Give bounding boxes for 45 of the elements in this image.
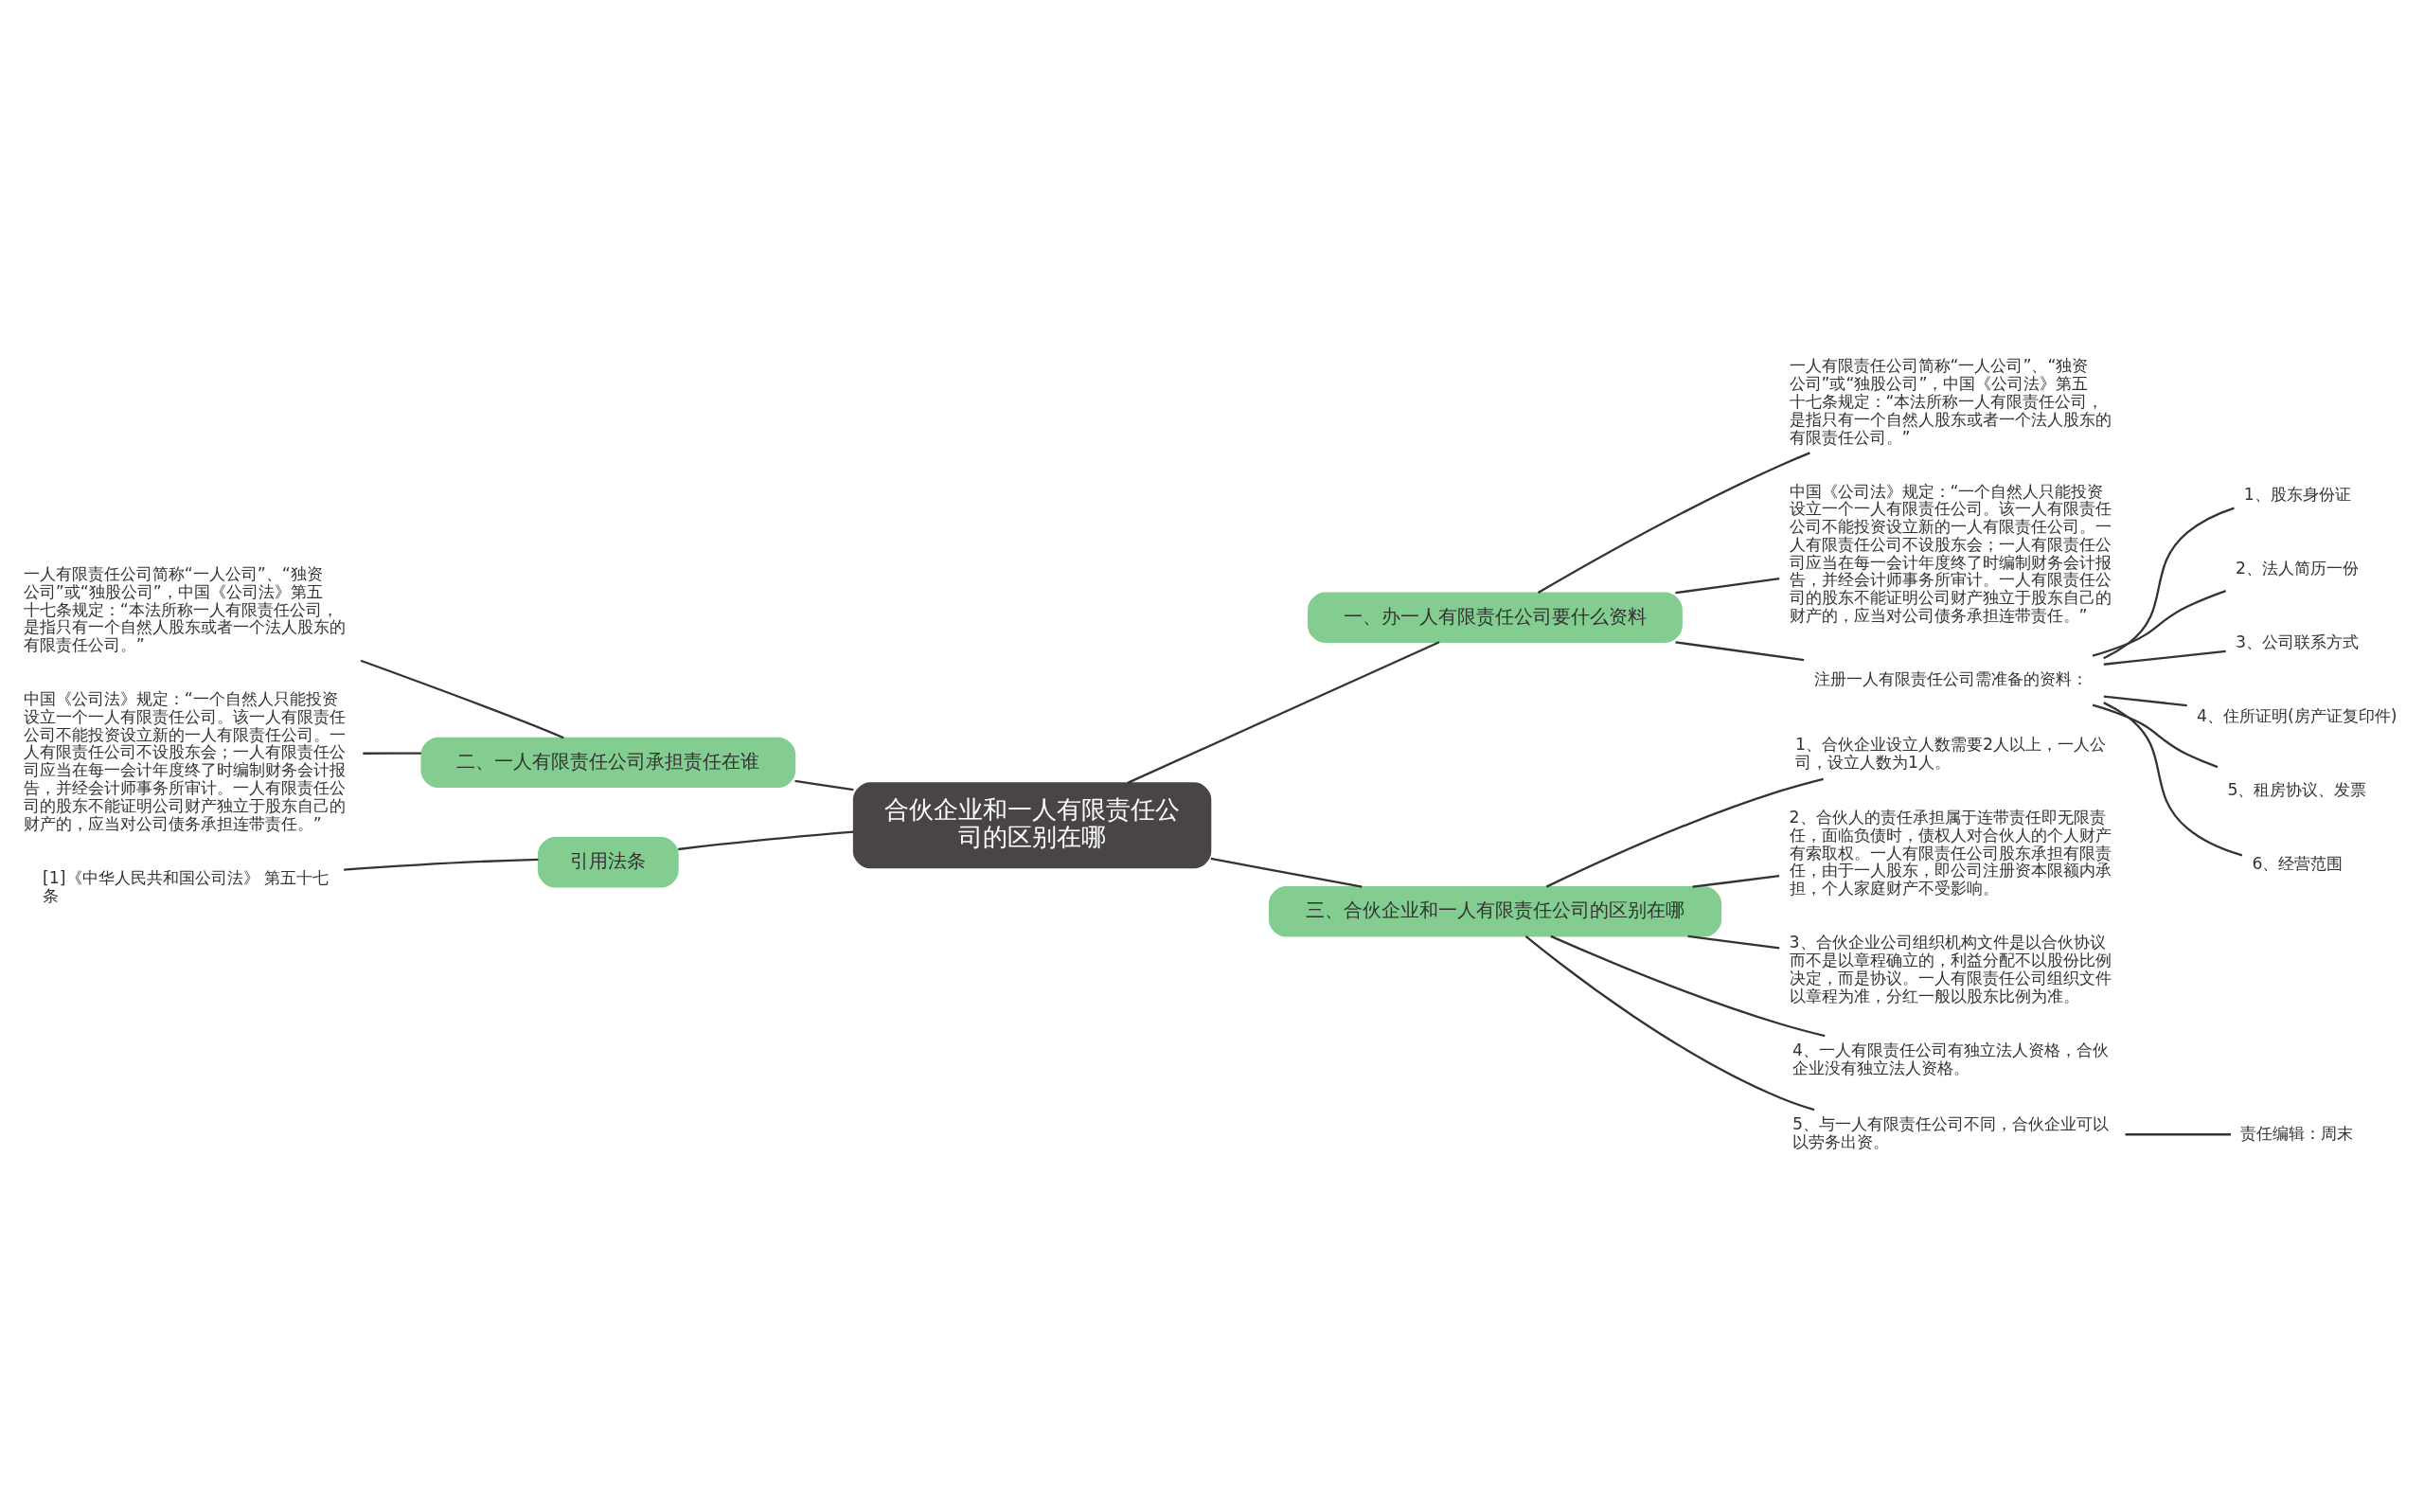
connector (1127, 641, 1440, 784)
node-text: 1、合伙企业设立人数需要2人以上，一人公司，设立人数为1人。 (1795, 734, 2107, 772)
node-text: 一人有限责任公司简称“一人公司”、“独资公司”或“独股公司”，中国《公司法》第五十七条规定：“本法所称一人有限责任公司，是指只有一个自然人股东或者一个法人股东的有限责任公司。” (23, 563, 346, 655)
connector (1687, 934, 1780, 950)
node-text: 6、经营范围 (2252, 854, 2344, 874)
connector (794, 779, 854, 792)
connector (678, 830, 854, 851)
connector (1524, 934, 1815, 1112)
node-box: 引用法条 (537, 837, 679, 888)
connector (1675, 577, 1780, 595)
connector (2103, 649, 2226, 666)
node-text: 3、公司联系方式 (2236, 632, 2360, 652)
node-text: 2、法人简历一份 (2236, 559, 2360, 578)
node-box: 一、办一人有限责任公司要什么资料 (1308, 592, 1683, 643)
node-text: 4、一人有限责任公司有独立法人资格，合伙企业没有独立法人资格。 (1792, 1041, 2110, 1078)
node-text: 5、与一人有限责任公司不同，合伙企业可以以劳务出资。 (1792, 1114, 2110, 1152)
connector (1692, 875, 1780, 888)
node-text: 注册一人有限责任公司需准备的资料： (1813, 669, 2088, 689)
connector (1545, 777, 1824, 888)
connector (1210, 857, 1363, 888)
connector (1550, 934, 1826, 1038)
connector (2092, 703, 2219, 769)
node-box: 合伙企业和一人有限责任公司的区别在哪 (852, 782, 1212, 869)
connector (363, 752, 421, 755)
node-text: 5、租房协议、发票 (2227, 780, 2367, 800)
node-text: 3、合伙企业公司组织机构文件是以合伙协议而不是以章程确立的，利益分配不以股份比例决定，而是协议。一人有限责任公司组织文件以章程为准，分红一般以股东比例为准。 (1789, 933, 2112, 1005)
node-box: 三、合伙企业和一人有限责任公司的区别在哪 (1268, 886, 1721, 937)
connector (1675, 641, 1805, 662)
node-text: 责任编辑：周末 (2240, 1123, 2354, 1143)
connector (2103, 702, 2243, 857)
node-text: 4、住所证明(房产证复印件) (2196, 706, 2397, 726)
connector (2125, 1133, 2231, 1136)
connector (2092, 590, 2226, 657)
connector (2103, 507, 2235, 660)
connector (360, 659, 564, 739)
connector (1537, 452, 1810, 595)
node-text: [1]《中华人民共和国公司法》 第五十七条 (43, 868, 330, 906)
node-box: 二、一人有限责任公司承担责任在谁 (420, 737, 796, 789)
node-text: 中国《公司法》规定：“一个自然人只能投资设立一个一人有限责任公司。该一人有限责任公司不能投资设立新的一人有限责任公司。一人有限责任公司不设股东会；一人有限责任公司应当在每一会计年度终了时编制财务会计报告，并经会计师事务所审计。一人有限责任公司的股东不能证明公司财产独立于股东自己的财产的，应当对公司债务承担连带责任。” (23, 689, 346, 833)
connector (344, 858, 539, 871)
node-text: 中国《公司法》规定：“一个自然人只能投资设立一个一人有限责任公司。该一人有限责任公司不能投资设立新的一人有限责任公司。一人有限责任公司不设股东会；一人有限责任公司应当在每一会计年度终了时编制财务会计报告，并经会计师事务所审计。一人有限责任公司的股东不能证明公司财产独立于股东自己的财产的，应当对公司债务承担连带责任。” (1789, 481, 2112, 626)
node-text: 一人有限责任公司简称“一人公司”、“独资公司”或“独股公司”，中国《公司法》第五十七条规定：“本法所称一人有限责任公司，是指只有一个自然人股东或者一个法人股东的有限责任公司。” (1789, 356, 2112, 447)
connector (2103, 695, 2187, 707)
node-text: 2、合伙人的责任承担属于连带责任即无限责任，面临负债时，债权人对合伙人的个人财产有索取权。一人有限责任公司股东承担有限责任，由于一人股东，即公司注册资本限额内承担，个人家庭财产不受影响。 (1789, 808, 2112, 898)
node-text: 1、股东身份证 (2243, 485, 2351, 505)
